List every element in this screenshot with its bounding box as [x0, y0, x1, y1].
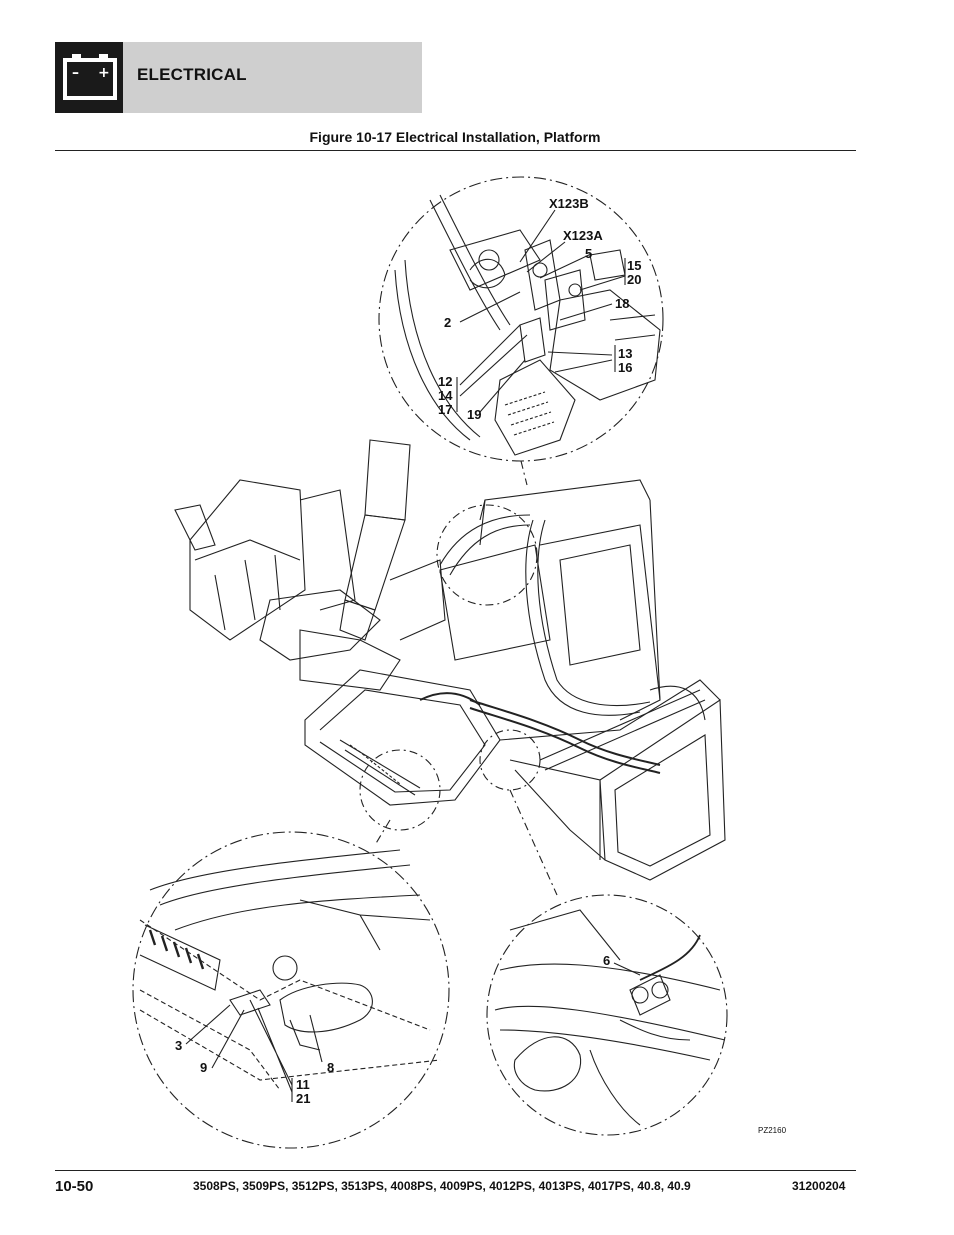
callout-2: 2: [444, 315, 451, 330]
battery-plus-sign: +: [98, 65, 110, 81]
page-number: 10-50: [55, 1178, 94, 1195]
callout-11: 11: [296, 1077, 310, 1092]
callout-19: 19: [467, 407, 481, 422]
callout-16: 16: [618, 360, 632, 375]
figure-id: PZ2160: [758, 1126, 787, 1135]
section-title: ELECTRICAL: [137, 65, 247, 84]
callout-x123b: X123B: [549, 196, 589, 211]
callout-12: 12: [438, 374, 452, 389]
callout-3: 3: [175, 1038, 182, 1053]
callout-17: 17: [438, 402, 452, 417]
battery-icon-box: – +: [55, 42, 123, 113]
battery-icon: – +: [63, 54, 117, 100]
bottom-divider: [55, 1170, 856, 1171]
callout-x123a: X123A: [563, 228, 603, 243]
detail-circle-bottom-left: [132, 831, 450, 1149]
callout-14: 14: [438, 388, 453, 403]
callout-5: 5: [585, 246, 592, 261]
callout-20: 20: [627, 272, 641, 287]
top-divider: [55, 150, 856, 151]
callout-6: 6: [603, 953, 610, 968]
callout-21: 21: [296, 1091, 310, 1106]
detail-circle-bottom-right: [486, 894, 728, 1136]
callout-15: 15: [627, 258, 641, 273]
figure-title: Figure 10-17 Electrical Installation, Pl…: [309, 129, 601, 145]
callout-8: 8: [327, 1060, 334, 1075]
callout-18: 18: [615, 296, 629, 311]
callout-13: 13: [618, 346, 632, 361]
model-list: 3508PS, 3509PS, 3512PS, 3513PS, 4008PS, …: [193, 1179, 691, 1193]
battery-minus-sign: –: [72, 65, 79, 81]
callout-9: 9: [200, 1060, 207, 1075]
document-number: 31200204: [792, 1179, 846, 1193]
